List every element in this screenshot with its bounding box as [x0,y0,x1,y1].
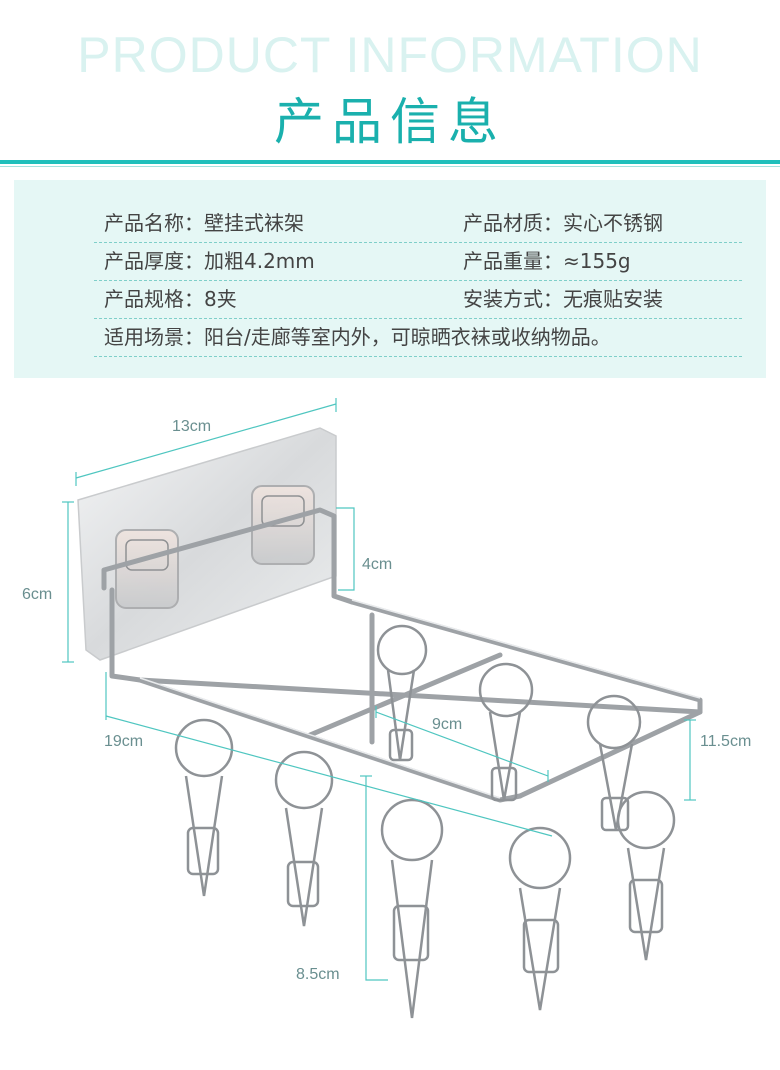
dim-label-depth: 19cm [104,733,144,750]
accent-divider-thin [0,166,780,167]
dim-label-plate-width: 13cm [172,418,212,435]
plate-hook-left [115,529,179,609]
dim-label-hook-height: 4cm [362,556,393,573]
info-cell-usage: 适用场景：阳台/走廊等室内外，可晾晒衣袜或收纳物品。 [104,325,611,349]
info-row: 产品厚度：加粗4.2mm 产品重量：≈155g [94,242,742,281]
dim-label-clip-height: 8.5cm [296,966,340,983]
clip-group [174,624,676,1019]
dim-label-plate-height: 6cm [22,586,53,603]
product-diagram [62,398,703,1019]
dim-label-rack-width: 11.5cm [700,733,752,750]
title-cn: 产品信息 [274,93,506,151]
rack-frame-highlight [139,599,701,799]
info-cell-spec: 产品规格：8夹 [104,287,237,311]
dimension-lines [62,398,696,981]
dim-label-inner-depth: 9cm [432,716,463,733]
info-cell-name: 产品名称：壁挂式袜架 [104,211,304,235]
title-en: PRODUCT INFORMATION [77,27,703,83]
info-cell-weight: 产品重量：≈155g [463,249,631,273]
info-row: 适用场景：阳台/走廊等室内外，可晾晒衣袜或收纳物品。 [94,318,742,357]
info-cell-install: 安装方式：无痕贴安装 [463,287,663,311]
info-panel: 产品名称：壁挂式袜架 产品材质：实心不锈钢 产品厚度：加粗4.2mm 产品重量：… [14,180,766,378]
accent-divider [0,160,780,164]
info-cell-material: 产品材质：实心不锈钢 [463,211,663,235]
plate-hook-right [251,485,315,565]
info-row: 产品规格：8夹 安装方式：无痕贴安装 [94,280,742,319]
info-row: 产品名称：壁挂式袜架 产品材质：实心不锈钢 [94,204,742,243]
info-cell-thickness: 产品厚度：加粗4.2mm [104,249,315,273]
